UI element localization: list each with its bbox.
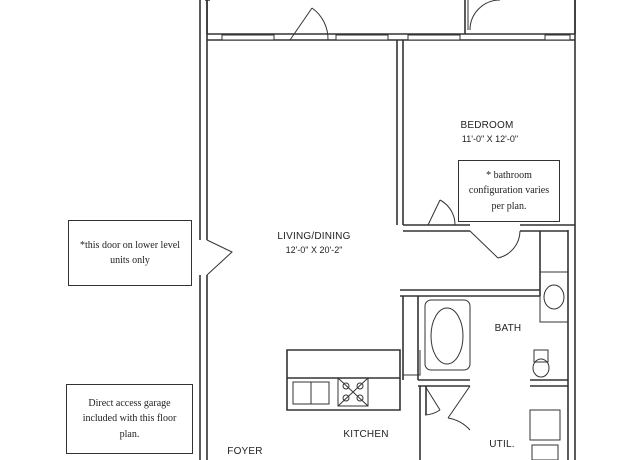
garage-note: Direct access garage included with this … bbox=[66, 384, 193, 454]
living-label: LIVING/DINING bbox=[277, 231, 350, 242]
sink-icon bbox=[543, 284, 565, 310]
kitchen-counter bbox=[286, 349, 401, 411]
washer-icon bbox=[529, 409, 561, 441]
util-walls bbox=[419, 386, 427, 460]
bath-walls bbox=[400, 231, 541, 380]
kitchen-label: KITCHEN bbox=[343, 429, 388, 440]
bath-label: BATH bbox=[495, 323, 522, 334]
left-wall bbox=[199, 0, 208, 460]
bath-door bbox=[424, 385, 441, 416]
bedroom-bottom-wall bbox=[403, 224, 575, 232]
foyer-label: FOYER bbox=[227, 446, 262, 457]
entry-door-left bbox=[206, 239, 233, 276]
balcony-door bbox=[289, 7, 329, 41]
toilet-bowl bbox=[532, 358, 550, 378]
window-bedroom bbox=[407, 34, 461, 41]
window-living-2 bbox=[335, 34, 389, 41]
burner bbox=[356, 382, 364, 390]
bedroom-dims: 11'-0" X 12'-0" bbox=[462, 134, 518, 144]
balcony bbox=[205, 0, 576, 34]
door-note: *this door on lower level units only bbox=[68, 220, 192, 286]
bathtub-basin bbox=[430, 307, 464, 365]
bath-bottom-wall bbox=[418, 379, 568, 387]
util-label: UTIL. bbox=[489, 439, 514, 450]
burner bbox=[356, 394, 364, 402]
bedroom-left-wall bbox=[396, 40, 404, 225]
stove-icon bbox=[337, 377, 369, 407]
window-top-right bbox=[544, 34, 571, 41]
top-right-door bbox=[467, 0, 501, 31]
burner bbox=[342, 382, 350, 390]
bathroom-note: * bathroom configuration varies per plan… bbox=[458, 160, 560, 222]
bathtub bbox=[424, 299, 471, 371]
living-dims: 12'-0" X 20'-2" bbox=[286, 245, 343, 255]
window-living-1 bbox=[221, 34, 275, 41]
bedroom-label: BEDROOM bbox=[460, 120, 513, 131]
garage-note-text: Direct access garage included with this … bbox=[82, 397, 177, 440]
right-wall bbox=[567, 0, 576, 460]
dryer-icon bbox=[531, 444, 559, 460]
bathroom-note-text: * bathroom configuration varies per plan… bbox=[468, 169, 550, 212]
stove-x bbox=[337, 377, 369, 407]
burner bbox=[342, 394, 350, 402]
door-note-text: *this door on lower level units only bbox=[80, 239, 180, 267]
sink-counter bbox=[539, 271, 569, 323]
bedroom-door bbox=[427, 199, 456, 226]
closet-door bbox=[469, 230, 521, 259]
util-door bbox=[447, 385, 471, 431]
toilet-icon bbox=[533, 349, 549, 363]
fridge-icon bbox=[402, 350, 421, 376]
